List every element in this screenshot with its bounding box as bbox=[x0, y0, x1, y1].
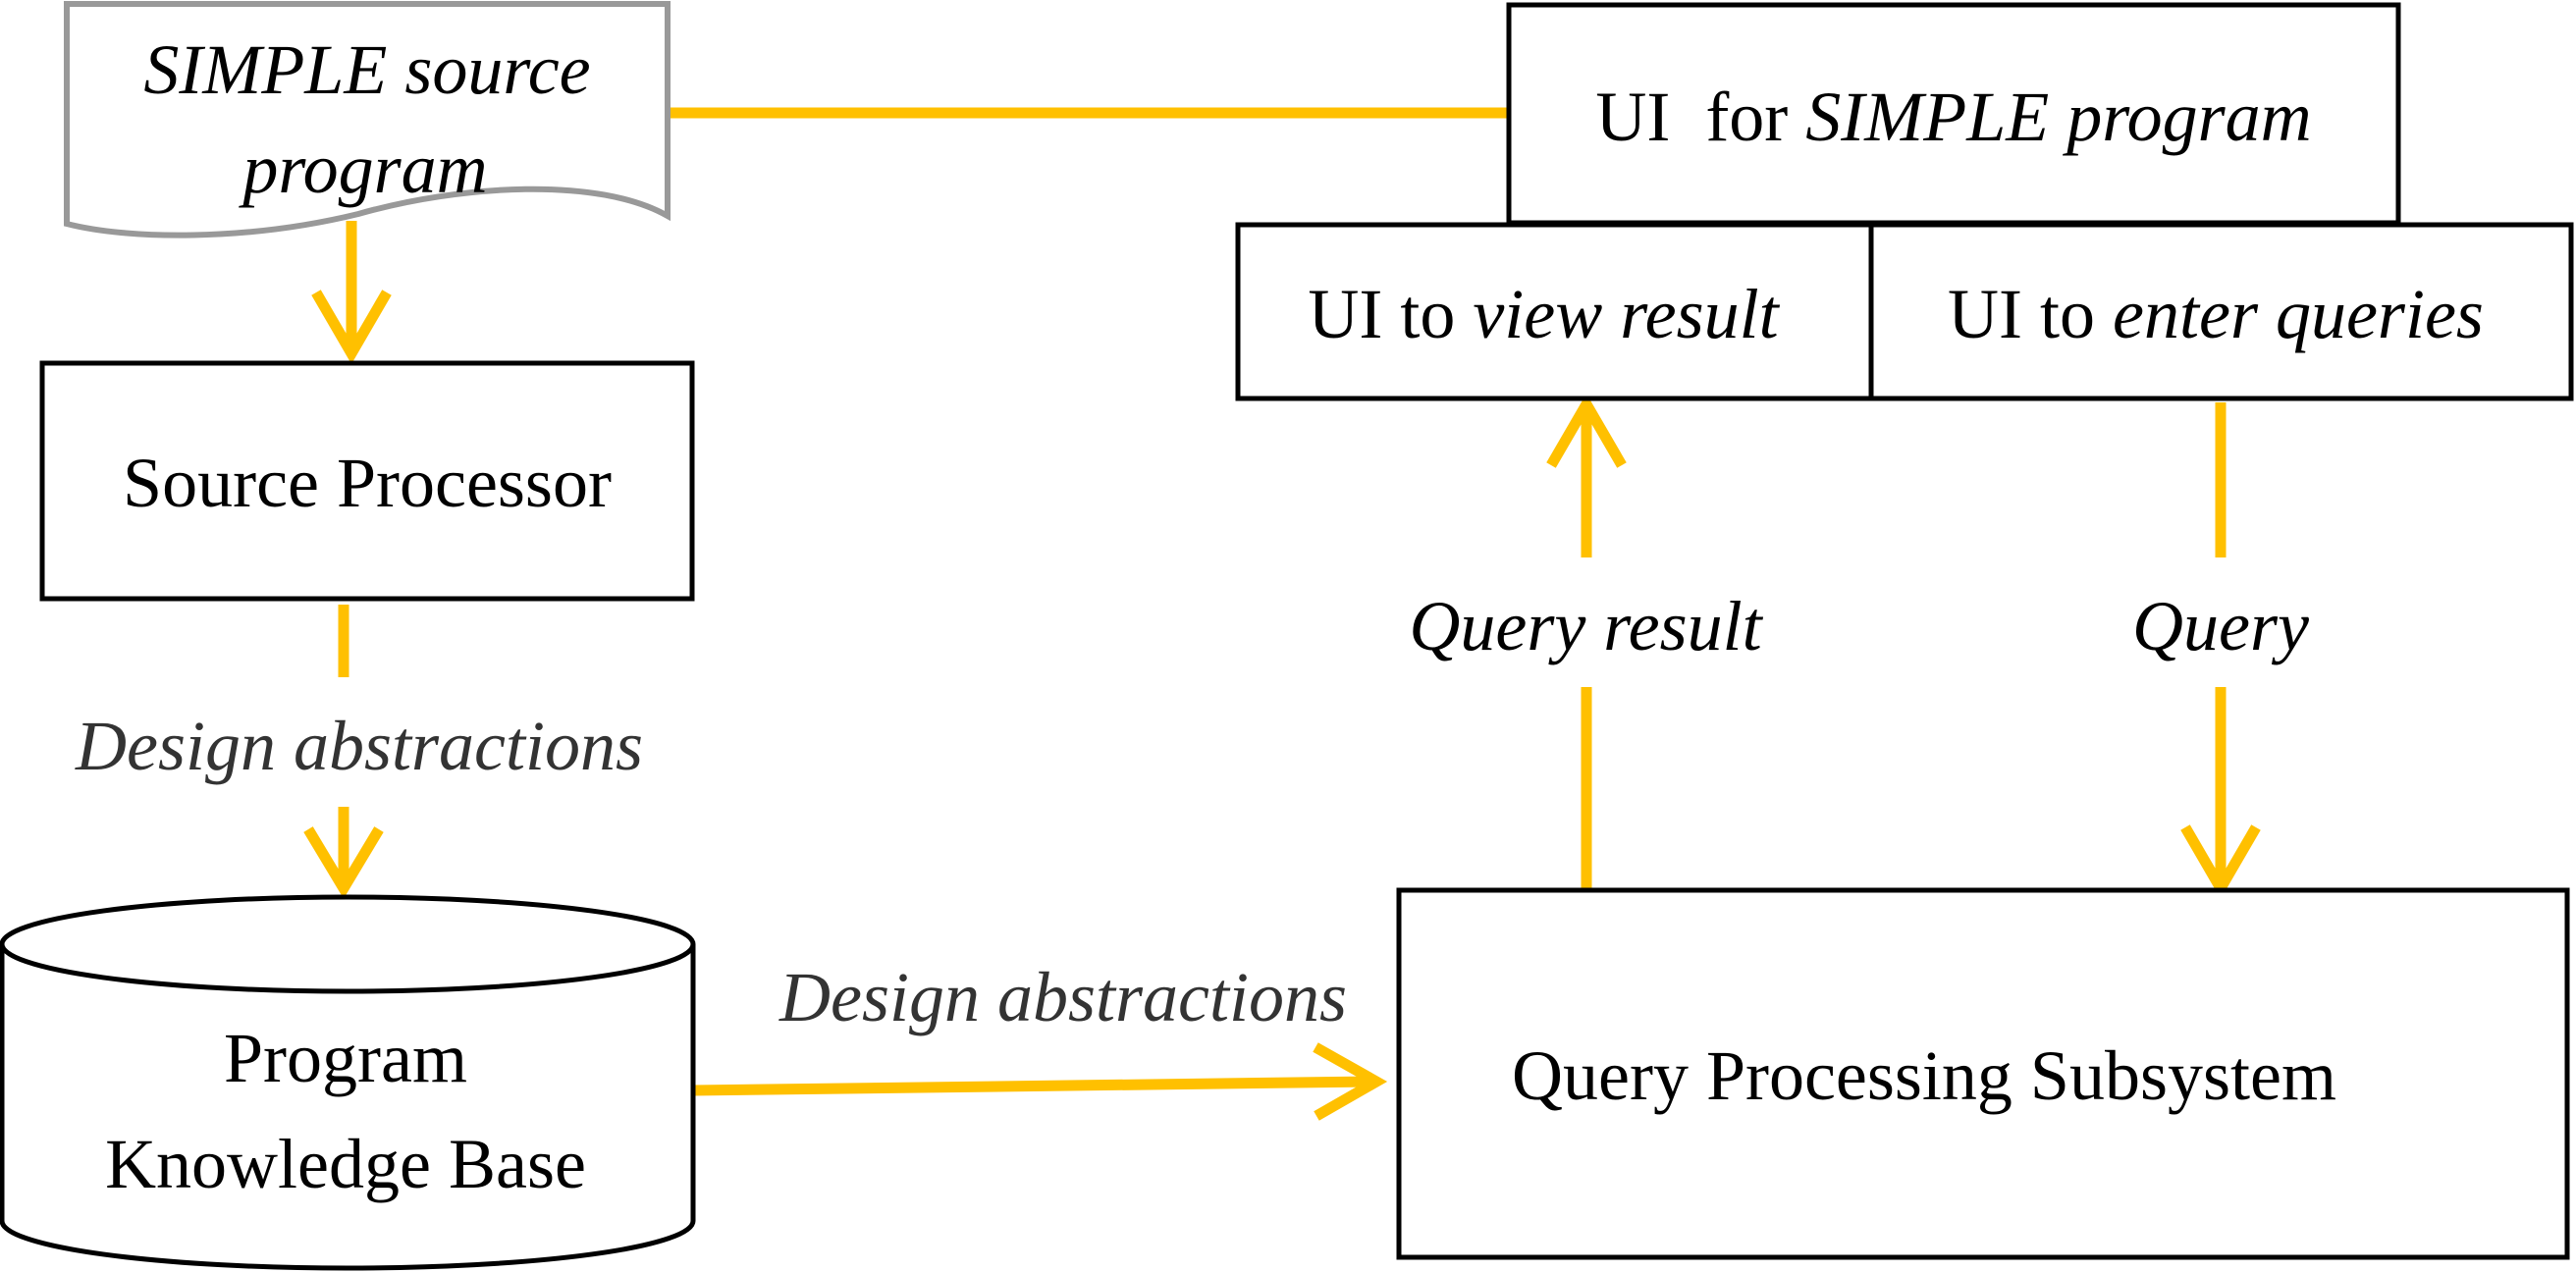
edge-pkb-to-qps bbox=[692, 1076, 1373, 1096]
edge-label-qps-to-view: Query result bbox=[1409, 587, 1763, 665]
ui-main-box bbox=[1506, 2, 2401, 226]
cylinder-body bbox=[0, 944, 696, 1271]
ui-main-emphasis: SIMPLE program bbox=[1805, 78, 2311, 156]
source-program-line1: SIMPLE source bbox=[143, 30, 590, 109]
source-program-line2: program bbox=[238, 130, 487, 208]
cylinder-top bbox=[0, 894, 696, 994]
pkb-line1: Program bbox=[224, 1019, 467, 1097]
ui-enter-node: UI to enter queries bbox=[1868, 222, 2574, 401]
ui-enter-prefix: UI to bbox=[1948, 275, 2113, 353]
edge-label-pkb-to-qps: Design abstractions bbox=[778, 958, 1347, 1036]
arrowhead-qps-to-view bbox=[1546, 394, 1627, 468]
source-processor-box bbox=[39, 360, 695, 602]
arrowhead-pkb-to-qps bbox=[1313, 1042, 1388, 1121]
source-processor-node: Source Processor bbox=[39, 360, 695, 602]
ui-view-prefix: UI to bbox=[1308, 275, 1473, 353]
qps-label: Query Processing Subsystem bbox=[1512, 1036, 2336, 1115]
edge-label-enter-to-qps: Query bbox=[2132, 587, 2309, 665]
qps-node: Query Processing Subsystem bbox=[1396, 887, 2570, 1260]
ui-main-node: UI for SIMPLE program bbox=[1506, 2, 2401, 226]
pkb-line2: Knowledge Base bbox=[105, 1125, 586, 1203]
edge-label-processor-to-pkb: Design abstractions bbox=[75, 707, 643, 785]
ui-main-label: UI for SIMPLE program bbox=[1595, 78, 2311, 156]
pkb-node: Program Knowledge Base bbox=[0, 894, 696, 1271]
qps-box bbox=[1396, 887, 2570, 1260]
ui-main-prefix: UI for bbox=[1595, 78, 1805, 156]
ui-enter-label: UI to enter queries bbox=[1948, 275, 2484, 353]
ui-view-emphasis: view result bbox=[1473, 275, 1780, 353]
ui-enter-box bbox=[1868, 222, 2574, 401]
ui-enter-emphasis: enter queries bbox=[2113, 275, 2484, 353]
arrowhead-processor-to-pkb bbox=[303, 826, 384, 899]
document-shape bbox=[64, 1, 671, 238]
ui-view-label: UI to view result bbox=[1308, 275, 1780, 353]
source-program-node: SIMPLE source program bbox=[64, 1, 671, 238]
ui-view-node: UI to view result bbox=[1235, 222, 1874, 401]
source-processor-label: Source Processor bbox=[123, 444, 612, 522]
arrowhead-source-to-processor bbox=[311, 290, 392, 364]
